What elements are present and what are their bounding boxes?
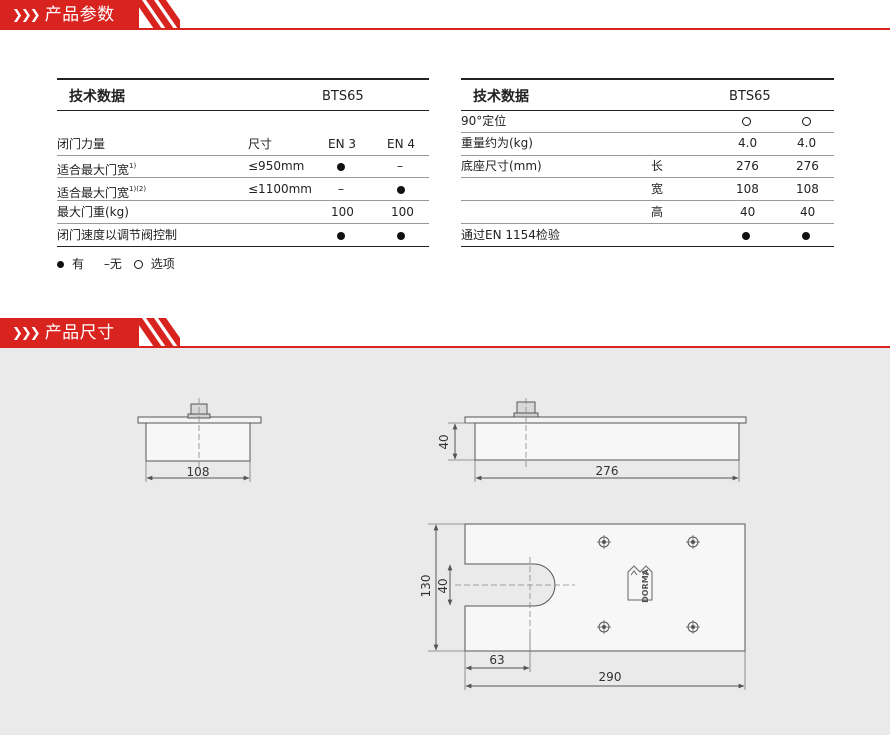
dimension-drawing: 108 40 276 [0, 348, 890, 735]
table-row-en4: – [397, 159, 403, 173]
legend: 有 –无 选项 [57, 255, 191, 272]
dot-icon [337, 227, 345, 243]
dot-icon [397, 227, 405, 243]
dot-icon [397, 181, 405, 197]
rule [461, 200, 834, 201]
left-model: BTS65 [322, 89, 364, 104]
chevrons-icon: ❯❯❯ [12, 8, 41, 23]
size-title: 产品尺寸 [44, 323, 115, 343]
legend-has: 有 [57, 257, 92, 271]
banner-baseline [0, 28, 890, 30]
top-view: DORMA 130 40 63 290 [419, 523, 746, 690]
dim-front-length: 276 [596, 464, 619, 478]
table-row-label: 底座尺寸(mm) [461, 159, 542, 173]
stripes-icon [134, 318, 180, 347]
table-row-c1: 40 [740, 205, 756, 219]
table-row-size: ≤1100mm [248, 182, 312, 196]
right-header-label: 技术数据 [473, 89, 529, 105]
screw-hole-icon [597, 535, 611, 549]
left-spec-table: 技术数据 BTS65 闭门力量 尺寸 EN 3 EN 4 适合最大门宽1) ≤9… [57, 78, 429, 253]
table-row-label: 最大门重(kg) [57, 205, 129, 219]
left-header-label: 技术数据 [69, 89, 125, 105]
col-en4: EN 4 [387, 137, 416, 151]
right-model: BTS65 [729, 89, 771, 104]
table-row-sub: 长 [651, 159, 664, 173]
rule [57, 246, 429, 247]
dim-side-width: 108 [187, 465, 210, 479]
rule [57, 78, 429, 80]
ring-icon [802, 113, 811, 129]
banner-bar [0, 318, 139, 347]
screw-hole-icon [597, 620, 611, 634]
table-row-c1: 276 [736, 159, 759, 173]
rule [57, 200, 429, 201]
table-row-c2: 108 [796, 182, 819, 196]
table-row-c1: 4.0 [738, 136, 758, 150]
rule [461, 177, 834, 178]
table-row-en4: 100 [391, 205, 414, 219]
table-row-sub: 高 [651, 205, 664, 219]
table-row-sub: 宽 [651, 182, 664, 196]
table-row-en3: 100 [331, 205, 354, 219]
table-row-label: 90°定位 [461, 114, 507, 128]
rule [57, 110, 429, 111]
table-row-c2: 4.0 [797, 136, 817, 150]
dim-front-height: 40 [437, 434, 451, 449]
table-row-label: 闭门速度以调节阀控制 [57, 228, 178, 242]
rule [461, 223, 834, 224]
side-view: 108 [137, 398, 262, 482]
col-en3: EN 3 [328, 137, 357, 151]
table-row-en3: – [338, 182, 344, 196]
screw-hole-icon [686, 535, 700, 549]
rule [461, 110, 834, 111]
section-title: ❯❯❯产品参数 [12, 2, 115, 28]
rule [57, 155, 429, 156]
table-row-c2: 40 [800, 205, 816, 219]
dim-slot-depth: 63 [489, 653, 504, 667]
rule [461, 155, 834, 156]
legend-none: –无 [103, 257, 122, 271]
table-row-c2: 276 [796, 159, 819, 173]
banner-bar [0, 0, 139, 29]
col-label: 闭门力量 [57, 137, 106, 151]
chevrons-icon: ❯❯❯ [12, 326, 41, 341]
ring-icon [742, 113, 751, 129]
dot-icon [337, 158, 345, 174]
dim-slot-height: 40 [436, 578, 450, 593]
right-spec-table: 技术数据 BTS65 90°定位 重量约为(kg) 4.0 4.0 底座尺寸(m… [461, 78, 834, 253]
rule [57, 177, 429, 178]
table-row-label: 适合最大门宽1)(2) [57, 185, 147, 200]
params-title: 产品参数 [44, 5, 115, 25]
screw-hole-icon [686, 620, 700, 634]
dim-top-length: 290 [599, 670, 622, 684]
table-row-c1: 108 [736, 182, 759, 196]
banner-baseline [0, 346, 890, 348]
dim-top-height: 130 [419, 575, 433, 598]
table-row-size: ≤950mm [248, 159, 305, 173]
dot-icon [802, 227, 810, 243]
drawing-svg: 108 40 276 [137, 398, 747, 690]
table-row-label: 通过EN 1154检验 [461, 228, 560, 242]
rule [461, 78, 834, 80]
table-row-label: 重量约为(kg) [461, 136, 533, 150]
rule [461, 246, 834, 247]
legend-option: 选项 [133, 257, 183, 271]
rule [57, 223, 429, 224]
dorma-logo: DORMA [627, 565, 653, 603]
table-row-label: 适合最大门宽1) [57, 162, 137, 177]
section-title: ❯❯❯产品尺寸 [12, 320, 115, 346]
rule [461, 132, 834, 133]
logo-text: DORMA [641, 568, 650, 603]
stripes-icon [134, 0, 180, 29]
dot-icon [742, 227, 750, 243]
front-view: 40 276 [437, 398, 747, 482]
col-size: 尺寸 [248, 137, 273, 151]
